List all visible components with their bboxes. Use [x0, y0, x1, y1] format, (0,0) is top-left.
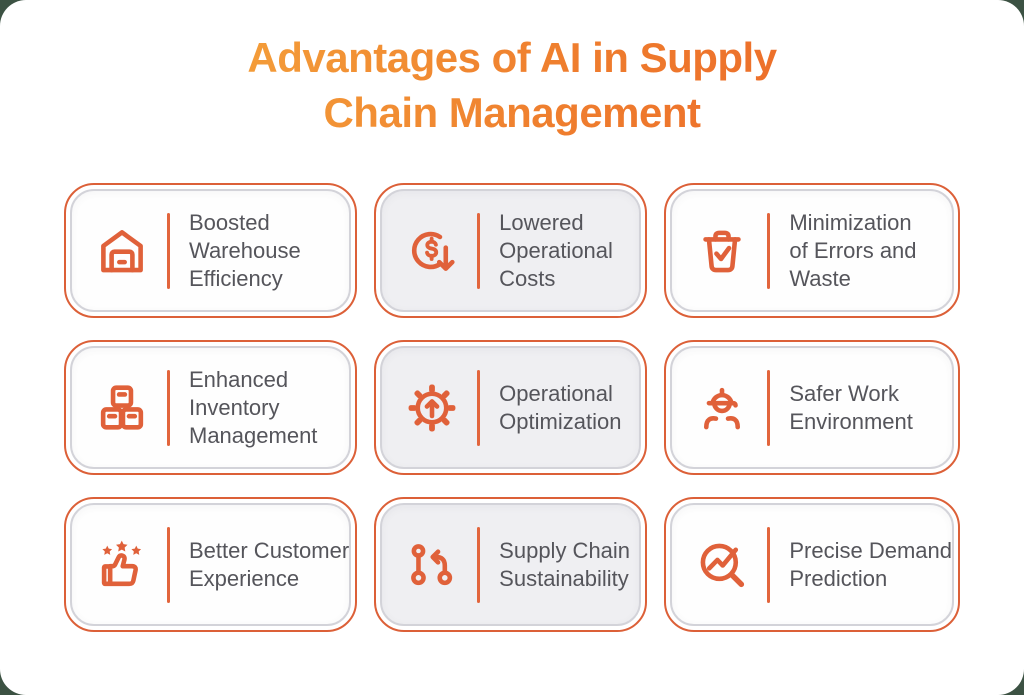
card-label: Supply Chain Sustainability: [499, 537, 631, 591]
card-enhanced-inventory-management: Enhanced Inventory Management: [64, 340, 358, 475]
card-label: Better Customer Experience: [189, 537, 350, 591]
divider: [477, 526, 481, 603]
card-label: Boosted Warehouse Efficiency: [189, 209, 301, 291]
magnifier-trend-icon: [692, 535, 752, 595]
card-inner: Lowered Operational Costs: [380, 189, 642, 312]
card-inner: Minimization of Errors and Waste: [670, 189, 954, 312]
divider: [167, 212, 170, 289]
card-precise-demand-prediction: Precise Demand Prediction: [664, 497, 960, 632]
card-boosted-warehouse-efficiency: Boosted Warehouse Efficiency: [64, 183, 358, 318]
card-operational-optimization: Operational Optimization: [374, 340, 648, 475]
card-inner: Boosted Warehouse Efficiency: [70, 189, 352, 312]
card-inner: Better Customer Experience: [70, 503, 352, 626]
card-inner: Operational Optimization: [380, 346, 642, 469]
card-label: Precise Demand Prediction: [789, 537, 952, 591]
dollar-down-icon: [402, 221, 462, 281]
divider: [167, 526, 170, 603]
card-inner: Supply Chain Sustainability: [380, 503, 642, 626]
page-title-line2: Chain Management: [323, 89, 701, 136]
page-title-line1: Advantages of AI in Supply: [247, 34, 777, 81]
gear-up-arrow-icon: [402, 378, 462, 438]
trash-check-icon: [692, 221, 752, 281]
card-label: Lowered Operational Costs: [499, 209, 613, 291]
card-inner: Precise Demand Prediction: [670, 503, 954, 626]
divider: [167, 369, 170, 446]
card-label: Minimization of Errors and Waste: [789, 209, 917, 291]
page-title: Advantages of AI in Supply Chain Managem…: [0, 0, 1024, 140]
inventory-boxes-icon: [92, 378, 152, 438]
card-safer-work-environment: Safer Work Environment: [664, 340, 960, 475]
advantages-grid: Boosted Warehouse Efficiency Lowered Ope…: [0, 183, 1024, 632]
card-lowered-operational-costs: Lowered Operational Costs: [374, 183, 648, 318]
divider: [767, 212, 771, 289]
card-minimization-errors-waste: Minimization of Errors and Waste: [664, 183, 960, 318]
card-supply-chain-sustainability: Supply Chain Sustainability: [374, 497, 648, 632]
divider: [477, 369, 481, 446]
thumbs-up-stars-icon: [92, 535, 152, 595]
card-better-customer-experience: Better Customer Experience: [64, 497, 358, 632]
card-label: Operational Optimization: [499, 380, 622, 434]
card-label: Enhanced Inventory Management: [189, 366, 318, 448]
card-label: Safer Work Environment: [789, 380, 913, 434]
divider: [477, 212, 481, 289]
card-inner: Safer Work Environment: [670, 346, 954, 469]
card-inner: Enhanced Inventory Management: [70, 346, 352, 469]
branch-loop-icon: [402, 535, 462, 595]
divider: [767, 526, 771, 603]
divider: [767, 369, 771, 446]
worker-helmet-icon: [692, 378, 752, 438]
warehouse-icon: [92, 221, 152, 281]
